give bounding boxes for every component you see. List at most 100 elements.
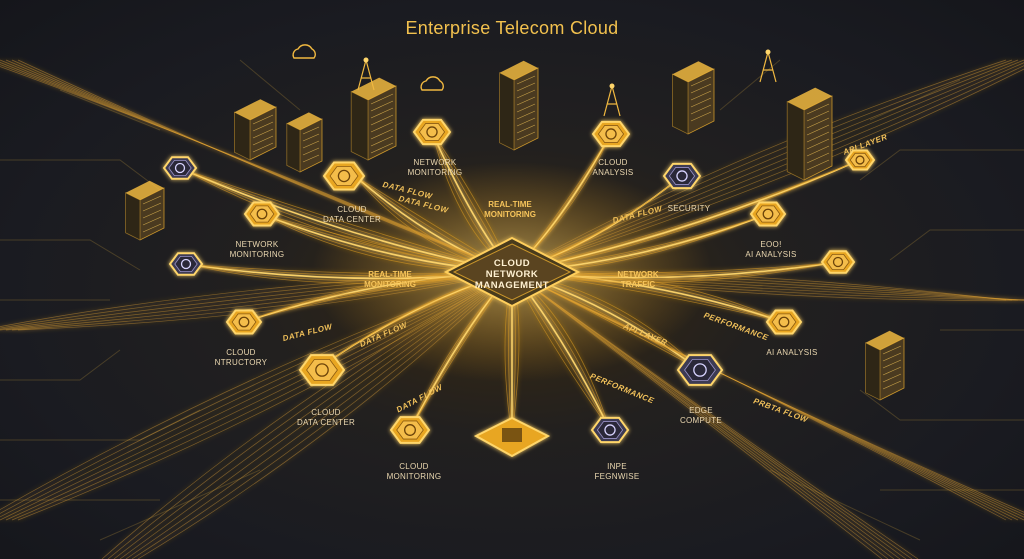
flow-line [11, 271, 513, 331]
node-cloud-analysis[interactable] [591, 120, 631, 148]
flow-line [511, 59, 1024, 273]
label-cloud-ntructory: CLOUD NTRUCTORY [206, 348, 276, 368]
circuit-line [59, 89, 161, 131]
circuit-line [99, 469, 261, 541]
label-line: ANALYSIS [592, 168, 634, 177]
flow-line [511, 59, 1019, 273]
label-line: NETWORK [235, 240, 279, 249]
node-shield[interactable] [168, 252, 204, 276]
flow-line [511, 65, 1024, 273]
node-icon [693, 363, 707, 377]
antenna-icon [357, 57, 375, 91]
flow-line [0, 271, 513, 331]
label-line: CLOUD [598, 158, 628, 167]
node-cloud-monitoring[interactable] [389, 416, 431, 444]
center-label: CLOUD NETWORK MANAGEMENT [448, 258, 576, 291]
flow-line [511, 271, 1024, 301]
node-monitor[interactable] [820, 250, 856, 274]
flow-line [113, 271, 513, 559]
flow-line [0, 271, 513, 511]
node-cloud-data-center-bottom[interactable] [298, 354, 346, 386]
label-line: REAL-TIME [488, 200, 532, 209]
node-icon [180, 258, 192, 270]
node-small[interactable] [844, 149, 876, 171]
flow-line [137, 271, 513, 559]
node-list[interactable] [162, 156, 198, 180]
circuit-line [769, 469, 921, 541]
label-network-monitoring-left: NETWORK MONITORING [222, 240, 292, 260]
label-line: CLOUD [337, 205, 367, 214]
node-icon [855, 155, 865, 165]
label-line: CLOUD [226, 348, 256, 357]
node-ai-analysis-top[interactable] [749, 201, 787, 227]
label-edge-compute: EDGE COMPUTE [666, 406, 736, 426]
node-network-monitoring-left[interactable] [243, 201, 281, 227]
label-cloud-data-center-bottom: CLOUD DATA CENTER [290, 408, 362, 428]
label-line: COMPUTE [679, 416, 723, 425]
cloud-icon [420, 76, 444, 91]
label-line: SECURITY [667, 204, 711, 213]
flow-line [0, 271, 513, 518]
label-line: MONITORING [484, 210, 536, 219]
bottom-chip [473, 416, 551, 458]
node-inpe-fegnwise[interactable] [590, 416, 630, 444]
node-cloud-data-center-top[interactable] [322, 161, 366, 191]
label-cloud-analysis: CLOUD ANALYSIS [578, 158, 648, 178]
circuit-line [719, 59, 781, 111]
label-line: NTRUCTORY [214, 358, 268, 367]
flow-line [11, 271, 513, 521]
flow-line [17, 271, 513, 331]
label-cloud-monitoring: CLOUD MONITORING [378, 462, 450, 482]
label-security: SECURITY [654, 204, 724, 214]
node-edge-compute[interactable] [676, 354, 724, 386]
diagram-title: Enterprise Telecom Cloud [405, 18, 619, 38]
center-label-line3: MANAGEMENT [474, 280, 550, 291]
label-line: EOO! [760, 240, 782, 249]
flow-line [17, 59, 513, 273]
flow-line [511, 271, 1024, 513]
circuit-line [239, 59, 301, 111]
flow-line [5, 271, 513, 521]
label-line: AI ANALYSIS [766, 348, 818, 357]
flow-line [0, 271, 513, 327]
node-icon [676, 170, 688, 182]
label-ai-analysis-right: AI ANALYSIS [752, 348, 832, 358]
cloud-icon [292, 44, 316, 59]
node-cloud-ntructory[interactable] [225, 309, 263, 335]
building-icon [865, 330, 905, 401]
node-security[interactable] [662, 162, 702, 190]
label-inpe-fegnwise: INPE FEGNWISE [582, 462, 652, 482]
flow-line [119, 271, 513, 559]
flow-line [511, 271, 1024, 301]
node-icon [238, 316, 250, 328]
antenna-icon [759, 49, 777, 83]
flow-line [0, 271, 513, 329]
node-icon [832, 256, 844, 268]
flow-line [131, 271, 513, 559]
label-line: MONITORING [386, 472, 442, 481]
label-line: NETWORK [413, 158, 457, 167]
label-ai-analysis-top: EOO! AI ANALYSIS [736, 240, 806, 260]
label-line: TRAFFIC [620, 280, 656, 289]
circuit-line [889, 229, 1024, 261]
node-icon [315, 363, 329, 377]
flow-line [511, 271, 1024, 301]
flow-line [511, 68, 1024, 273]
node-ai-analysis-right[interactable] [765, 309, 803, 335]
label-line: NETWORK [617, 270, 659, 279]
label-line: MONITORING [407, 168, 463, 177]
label-network-monitoring-top: NETWORK MONITORING [400, 158, 470, 178]
flow-line [511, 271, 1024, 301]
flow-line [0, 271, 513, 330]
building-icons [125, 44, 905, 401]
flow-line [511, 271, 919, 559]
flow-line [125, 271, 513, 559]
node-icon [174, 162, 186, 174]
node-network-monitoring-top[interactable] [412, 118, 452, 146]
flow-line [511, 271, 1019, 301]
center-node[interactable] [443, 236, 581, 308]
node-icon [426, 126, 438, 138]
building-icon [286, 112, 323, 173]
label-cloud-data-center-top: CLOUD DATA CENTER [312, 205, 392, 225]
